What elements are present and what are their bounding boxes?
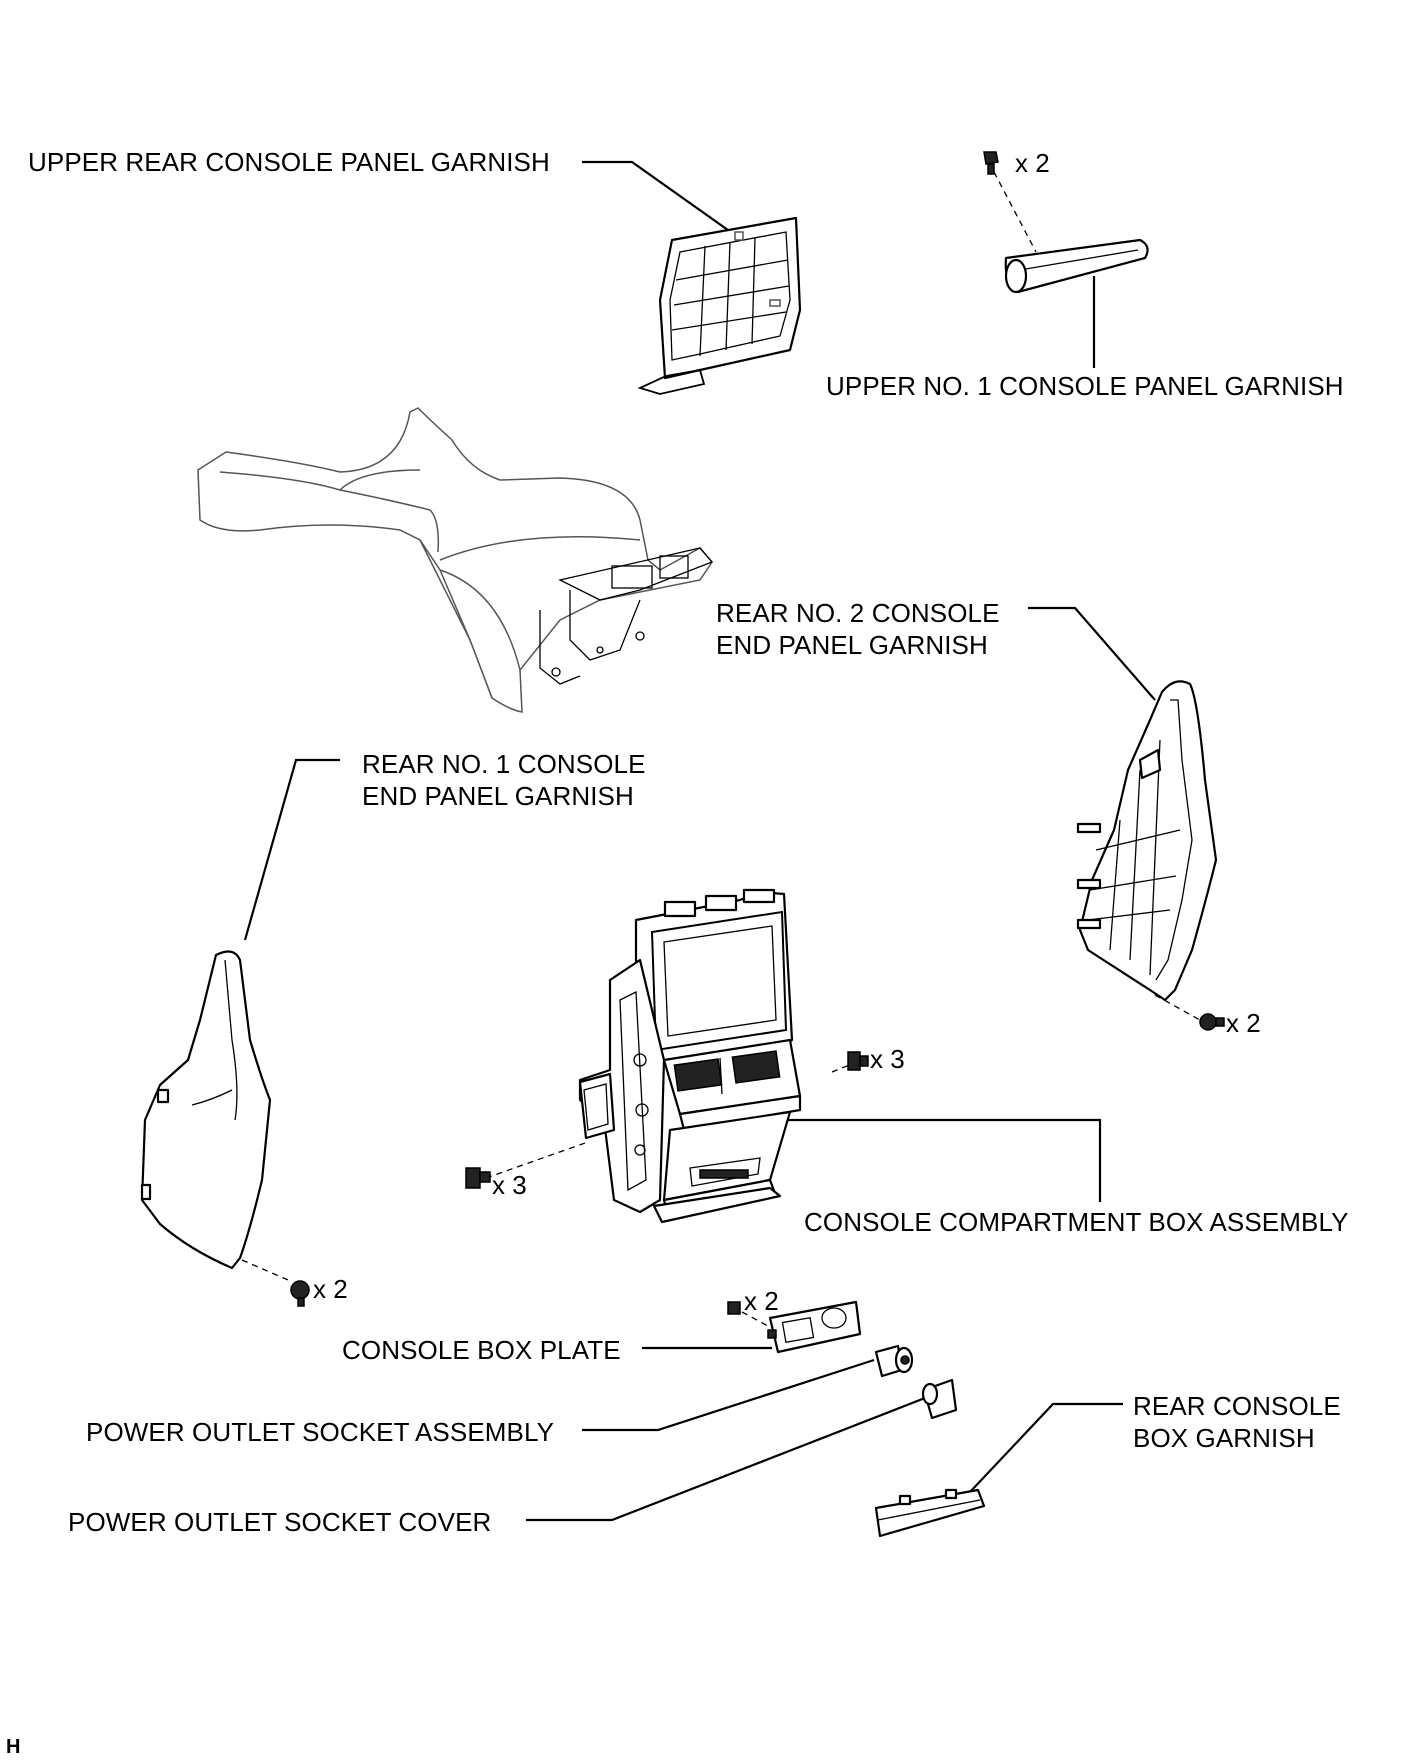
label-rear-no1-line1: REAR NO. 1 CONSOLE [362, 749, 646, 779]
upper-rear-console-panel-garnish-part [637, 216, 802, 395]
label-console-compartment-box-assembly: CONSOLE COMPARTMENT BOX ASSEMBLY [804, 1207, 1349, 1237]
box-left-bolt-part [465, 1167, 491, 1189]
box-plate-screw-part [727, 1301, 741, 1315]
label-rear-no1-line2: END PANEL GARNISH [362, 781, 634, 811]
label-console-box-plate: CONSOLE BOX PLATE [342, 1335, 621, 1365]
label-rear-no2-line2: END PANEL GARNISH [716, 630, 988, 660]
label-upper-rear-console-panel-garnish: UPPER REAR CONSOLE PANEL GARNISH [28, 147, 550, 177]
center-console-body-part [197, 407, 714, 713]
no1-end-panel-screw-part [290, 1280, 310, 1307]
label-rear-console-box-garnish-line1: REAR CONSOLE [1133, 1391, 1341, 1421]
rear-no2-console-end-panel-garnish-part [1076, 680, 1218, 1002]
label-power-outlet-socket-assembly: POWER OUTLET SOCKET ASSEMBLY [86, 1417, 555, 1447]
console-box-plate-part [767, 1300, 862, 1354]
upper-no1-console-panel-garnish-part [1004, 238, 1149, 294]
qty-box-right-bolts: x 3 [870, 1044, 905, 1074]
rear-no1-console-end-panel-garnish-part [140, 950, 272, 1270]
corner-code: H [6, 1736, 21, 1758]
qty-box-left-bolts: x 3 [492, 1170, 527, 1200]
power-outlet-socket-assembly-part [874, 1344, 914, 1378]
label-power-outlet-socket-cover: POWER OUTLET SOCKET COVER [68, 1507, 492, 1537]
qty-upper-clip: x 2 [1015, 148, 1050, 178]
qty-box-plate-screws: x 2 [744, 1286, 779, 1316]
console-compartment-box-assembly-part [578, 888, 802, 1224]
label-rear-console-box-garnish-line2: BOX GARNISH [1133, 1423, 1315, 1453]
box-right-bolt-part [847, 1051, 869, 1071]
install-dashed-lines [241, 171, 1201, 1327]
power-outlet-socket-cover-part [921, 1378, 958, 1420]
label-rear-no2-line1: REAR NO. 2 CONSOLE [716, 598, 1000, 628]
leader-lines [243, 160, 1156, 1522]
qty-no2-end-panel-screws: x 2 [1226, 1008, 1261, 1038]
upper-clip-part [983, 151, 999, 175]
label-upper-no1-console-panel-garnish: UPPER NO. 1 CONSOLE PANEL GARNISH [826, 371, 1344, 401]
qty-no1-end-panel-screws: x 2 [313, 1274, 348, 1304]
no2-end-panel-screw-part [1199, 1013, 1225, 1031]
rear-console-box-garnish-part [874, 1488, 986, 1538]
